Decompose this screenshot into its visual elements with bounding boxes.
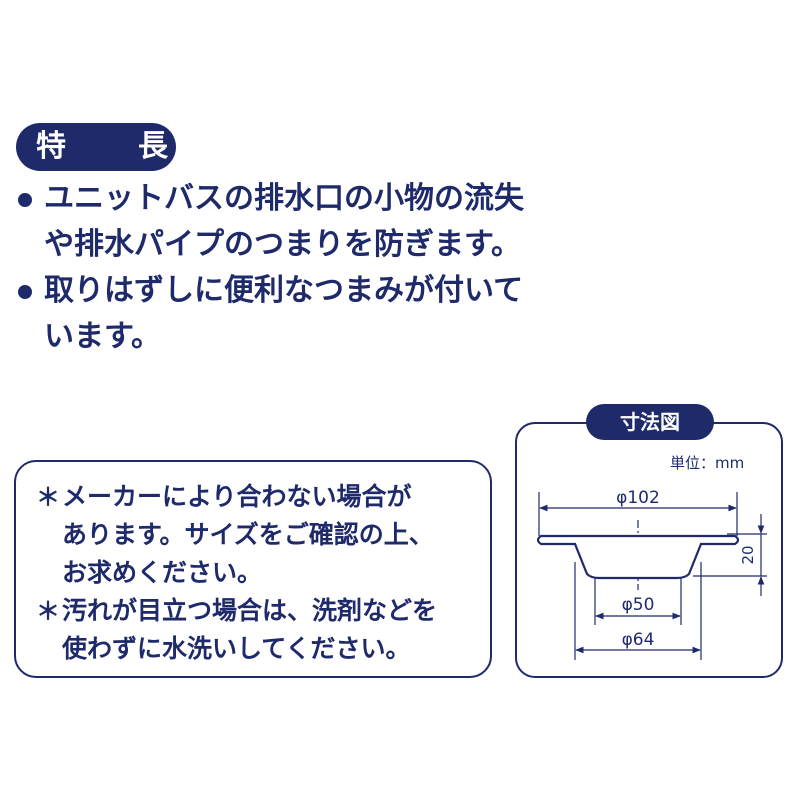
feature-list: ユニットバスの排水口の小物の流失 や排水パイプのつまりを防ぎます。 取りはずしに… <box>14 176 594 360</box>
outer-diameter-label: φ102 <box>616 488 660 508</box>
features-heading: 特 長 <box>16 123 176 171</box>
feature-item: 取りはずしに便利なつまみが付いて います。 <box>14 268 594 360</box>
note-list: ＊ メーカーにより合わない場合が あります。サイズをご確認の上、 お求めください… <box>36 478 486 668</box>
drain-basket-profile <box>536 534 740 580</box>
feature-text: 取りはずしに便利なつまみが付いて います。 <box>44 273 524 354</box>
note-text: メーカーにより合わない場合が あります。サイズをご確認の上、 お求めください。 <box>62 482 434 587</box>
bullet-icon <box>18 285 32 299</box>
features-heading-right: 長 <box>138 129 168 164</box>
unit-label: 単位：mm <box>670 454 745 472</box>
asterisk-icon: ＊ <box>36 597 60 625</box>
feature-text: ユニットバスの排水口の小物の流失 や排水パイプのつまりを防ぎます。 <box>44 181 524 262</box>
notes-box: ＊ メーカーにより合わない場合が あります。サイズをご確認の上、 お求めください… <box>14 460 492 678</box>
bullet-icon <box>18 193 32 207</box>
note-text: 汚れが目立つ場合は、洗剤などを 使わずに水洗いしてください。 <box>62 596 438 663</box>
features-heading-left: 特 <box>36 129 66 164</box>
feature-item: ユニットバスの排水口の小物の流失 や排水パイプのつまりを防ぎます。 <box>14 176 594 268</box>
dimension-title: 寸法図 <box>586 404 714 440</box>
note-item: ＊ 汚れが目立つ場合は、洗剤などを 使わずに水洗いしてください。 <box>36 592 486 668</box>
note-item: ＊ メーカーにより合わない場合が あります。サイズをご確認の上、 お求めください… <box>36 478 486 592</box>
asterisk-icon: ＊ <box>36 483 60 511</box>
opening-diameter-label: φ64 <box>622 630 655 650</box>
height-label: 20 <box>739 545 757 564</box>
bottom-diameter-label: φ50 <box>622 595 655 615</box>
dimension-drawing: φ102 20 φ50 φ64 <box>536 488 767 660</box>
